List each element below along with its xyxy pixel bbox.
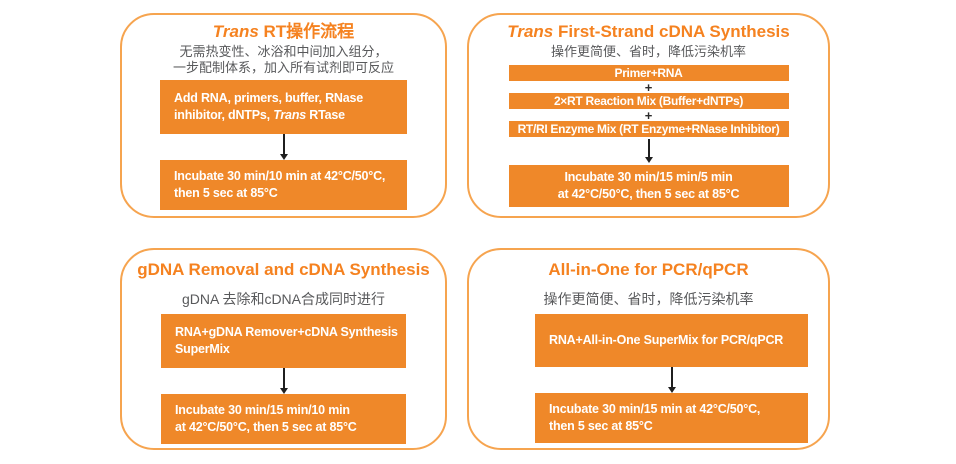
subtitle-line: 无需热变性、冰浴和中间加入组分， xyxy=(179,44,388,59)
component-bar-primer-rna: Primer+RNA xyxy=(508,65,789,81)
plus-sign: + xyxy=(644,80,653,95)
step-text-line: inhibitor, dNTPs, Trans RTase xyxy=(174,107,397,124)
panel-subtitle: 操作更简便、省时，降低污染机率 xyxy=(543,291,754,307)
step-box-incubate: Incubate 30 min/10 min at 42°C/50°C, the… xyxy=(160,160,407,210)
down-arrow xyxy=(279,134,288,160)
step-text-segment: inhibitor, dNTPs, xyxy=(174,108,274,122)
arrow-head xyxy=(644,157,653,163)
step-box-add-reagents: Add RNA, primers, buffer, RNase inhibito… xyxy=(160,80,407,134)
step-text-line: then 5 sec at 85°C xyxy=(174,186,278,200)
panel-subtitle: gDNA 去除和cDNA合成同时进行 xyxy=(181,291,386,307)
component-bar-rt-reaction-mix: 2×RT Reaction Mix (Buffer+dNTPs) xyxy=(508,93,789,109)
step-text-segment: RTase xyxy=(306,108,345,122)
step-text-line: SuperMix xyxy=(175,342,230,356)
step-box-incubate: Incubate 30 min/15 min/5 min at 42°C/50°… xyxy=(508,165,789,207)
component-bar-rt-ri-enzyme-mix: RT/RI Enzyme Mix (RT Enzyme+RNase Inhibi… xyxy=(508,121,789,137)
panel-title: Trans First-Strand cDNA Synthesis xyxy=(507,22,789,42)
arrow-shaft xyxy=(647,139,650,157)
step-box-all-in-one-supermix: RNA+All-in-One SuperMix for PCR/qPCR xyxy=(535,314,808,367)
step-text-italic: Trans xyxy=(273,108,307,122)
step-text-line: RNA+All-in-One SuperMix for PCR/qPCR xyxy=(549,333,784,347)
panel-title: gDNA Removal and cDNA Synthesis xyxy=(137,260,430,279)
panel-trans-rt-workflow: Trans RT操作流程 无需热变性、冰浴和中间加入组分， 一步配制体系，加入所… xyxy=(120,13,447,218)
step-text-line: RNA+gDNA Remover+cDNA Synthesis xyxy=(175,325,398,339)
step-box-incubate: Incubate 30 min/15 min/10 min at 42°C/50… xyxy=(161,394,406,444)
step-text-line: at 42°C/50°C, then 5 sec at 85°C xyxy=(175,420,357,434)
step-text-line: Incubate 30 min/15 min/5 min xyxy=(564,170,733,184)
step-text-line: Add RNA, primers, buffer, RNase xyxy=(174,91,363,105)
arrow-shaft xyxy=(282,368,285,388)
down-arrow xyxy=(644,139,653,163)
arrow-shaft xyxy=(670,367,673,387)
arrow-head xyxy=(279,388,288,394)
panel-title-rest: First-Strand cDNA Synthesis xyxy=(553,22,790,41)
step-box-incubate: Incubate 30 min/15 min at 42°C/50°C, the… xyxy=(535,393,808,443)
panel-title: All-in-One for PCR/qPCR xyxy=(548,260,749,279)
panel-title-rest: RT操作流程 xyxy=(258,22,355,41)
panel-title-italic: Trans xyxy=(507,22,554,41)
step-box-supermix: RNA+gDNA Remover+cDNA Synthesis SuperMix xyxy=(161,314,406,368)
panel-all-in-one-pcr-qpcr: All-in-One for PCR/qPCR 操作更简便、省时，降低污染机率 … xyxy=(467,248,830,450)
step-text-line: Incubate 30 min/15 min at 42°C/50°C, xyxy=(549,402,761,416)
panel-first-strand-cdna-synthesis: Trans First-Strand cDNA Synthesis 操作更简便、… xyxy=(467,13,830,218)
down-arrow xyxy=(667,367,676,393)
arrow-head xyxy=(667,387,676,393)
panel-title-italic: Trans xyxy=(212,22,259,41)
down-arrow xyxy=(279,368,288,394)
panel-title: Trans RT操作流程 xyxy=(213,22,354,42)
plus-sign: + xyxy=(644,108,653,123)
arrow-head xyxy=(279,154,288,160)
step-text-line: at 42°C/50°C, then 5 sec at 85°C xyxy=(557,187,740,201)
step-text-line: Incubate 30 min/15 min/10 min xyxy=(175,403,350,417)
step-text-line: then 5 sec at 85°C xyxy=(549,419,653,433)
panel-subtitle: 操作更简便、省时，降低污染机率 xyxy=(550,44,746,59)
arrow-shaft xyxy=(282,134,285,154)
step-text-line: Incubate 30 min/10 min at 42°C/50°C, xyxy=(174,169,386,183)
panel-gdna-removal-cdna-synthesis: gDNA Removal and cDNA Synthesis gDNA 去除和… xyxy=(120,248,447,450)
subtitle-line: 一步配制体系，加入所有试剂即可反应 xyxy=(172,60,394,75)
panel-subtitle: 无需热变性、冰浴和中间加入组分， 一步配制体系，加入所有试剂即可反应 xyxy=(173,44,394,76)
